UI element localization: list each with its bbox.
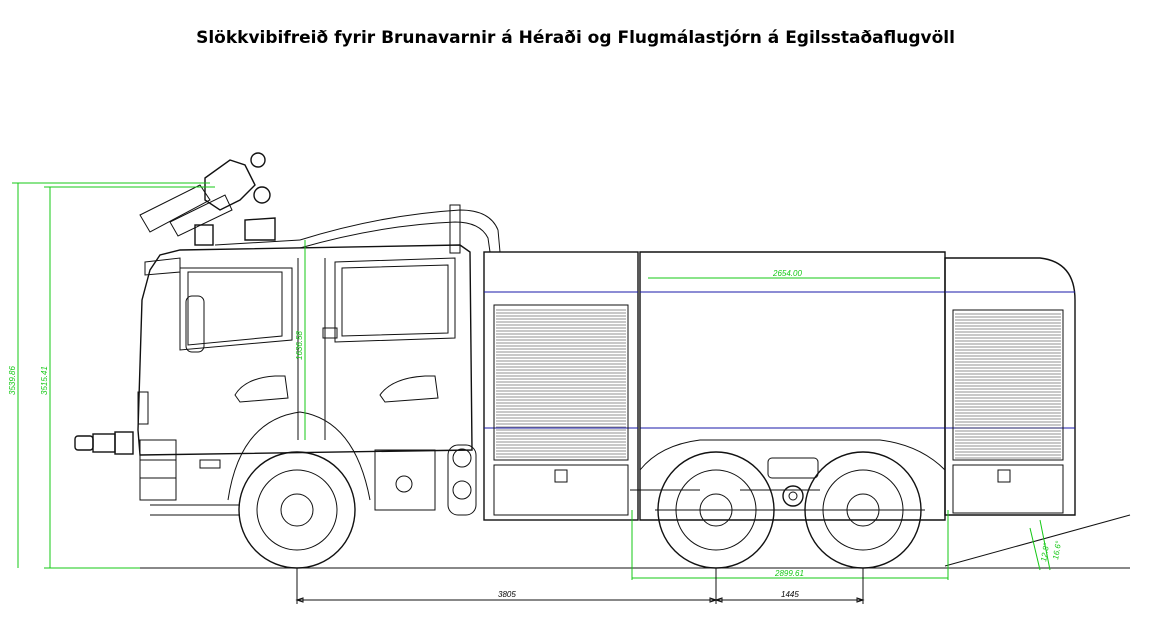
pump-module bbox=[374, 444, 477, 516]
roof-beacon bbox=[194, 224, 214, 246]
svg-text:16.6°: 16.6° bbox=[1051, 540, 1063, 561]
dimension-body-width: 2654.00 bbox=[648, 269, 940, 279]
svg-text:2899.61: 2899.61 bbox=[774, 569, 804, 578]
roof-monitor bbox=[139, 152, 301, 246]
top-hose bbox=[299, 209, 501, 253]
drawing-title: Slökkvibifreið fyrir Brunavarnir á Hérað… bbox=[196, 28, 955, 48]
front-wheel bbox=[227, 411, 371, 569]
roller-shutter-front bbox=[496, 309, 626, 458]
svg-text:3539.86: 3539.86 bbox=[8, 366, 17, 395]
dimension-departure-angles: 16.6° 12.8° bbox=[1029, 519, 1063, 571]
svg-text:12.8°: 12.8° bbox=[1039, 542, 1051, 563]
dimension-rear-overhang: 2899.61 bbox=[631, 510, 949, 580]
roller-shutter-rear bbox=[955, 313, 1061, 459]
dimension-wheelbase: 3805 1445 bbox=[295, 568, 865, 604]
dimension-overall-height: 3539.86 bbox=[8, 182, 210, 568]
cab bbox=[74, 244, 473, 516]
svg-text:3805: 3805 bbox=[498, 590, 516, 599]
dimension-cab-height: 3515.41 bbox=[40, 186, 215, 569]
rear-suspension-hub bbox=[782, 485, 804, 507]
body-middle-section bbox=[639, 251, 946, 521]
departure-ground-line bbox=[944, 514, 1131, 567]
body-rear-section bbox=[944, 257, 1076, 516]
svg-text:3515.41: 3515.41 bbox=[40, 366, 49, 395]
dimension-roof-to-step: 1636.58 bbox=[295, 240, 306, 440]
svg-text:1445: 1445 bbox=[781, 590, 799, 599]
body-front-section bbox=[483, 251, 639, 521]
svg-text:1636.58: 1636.58 bbox=[295, 331, 304, 360]
svg-text:2654.00: 2654.00 bbox=[772, 269, 802, 278]
